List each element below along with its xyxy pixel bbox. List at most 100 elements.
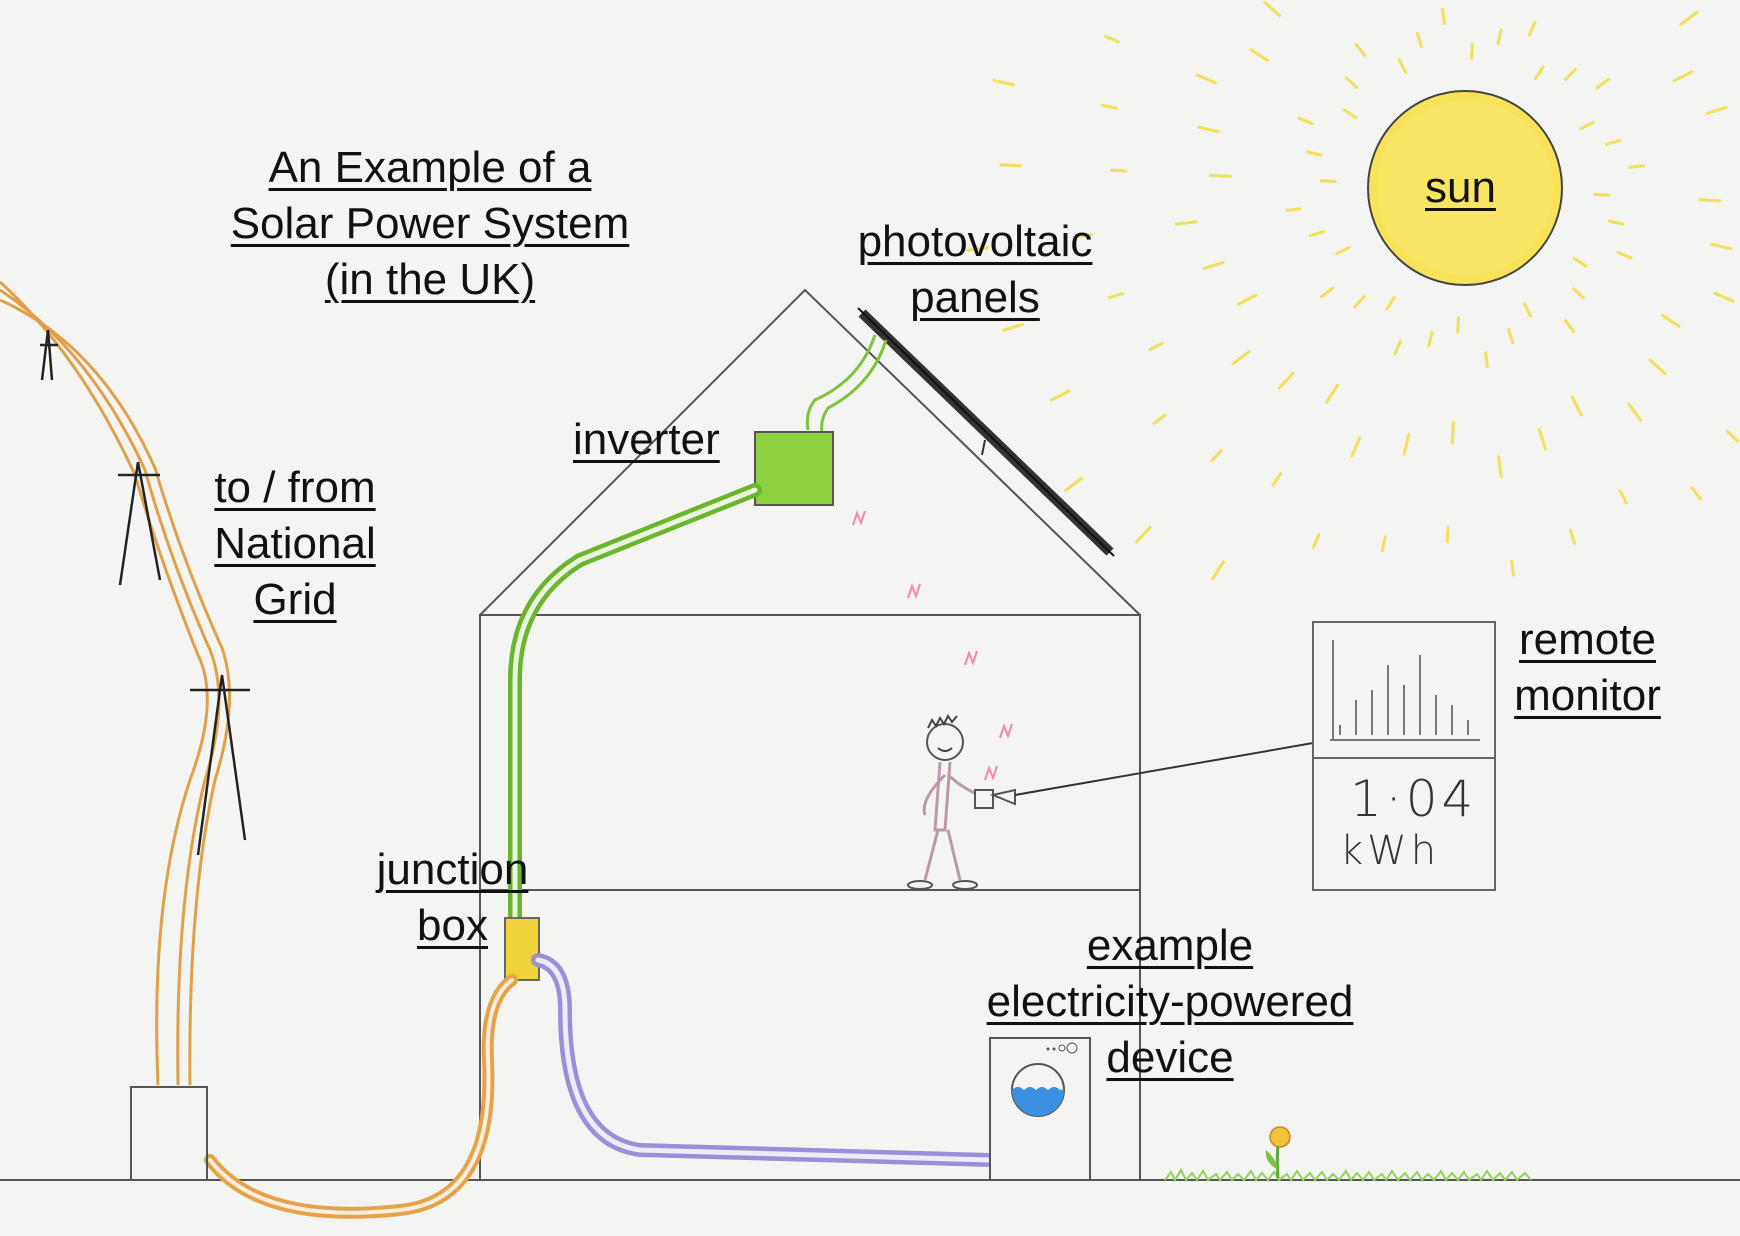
monitor-bar-chart (1332, 640, 1469, 740)
sun-ray (1104, 35, 1120, 44)
sun-ray (1402, 433, 1411, 456)
grid-connection-box (130, 1086, 208, 1181)
sun-ray (1627, 402, 1643, 422)
sun-ray (1563, 318, 1576, 333)
sun-ray (1427, 330, 1434, 348)
wireless-signal-marks (852, 510, 1013, 781)
device-label-line-1: example (1086, 921, 1254, 970)
sun-ray (1569, 528, 1577, 545)
sun-ray (1579, 120, 1595, 131)
sun-ray (1397, 58, 1408, 74)
sun-label: sun (1425, 163, 1496, 212)
photovoltaic-panel (857, 307, 1115, 557)
sun-ray (1470, 42, 1474, 60)
sun-ray (1308, 230, 1326, 238)
sun-ray (1202, 261, 1225, 270)
junction-label-line-1: junction (376, 845, 529, 894)
pylon-icons (40, 329, 250, 856)
sun-ray (1134, 525, 1152, 544)
sun-ray (1312, 533, 1321, 549)
sun-ray (1564, 67, 1577, 81)
sun-ray (1698, 198, 1722, 203)
sun-ray (1249, 48, 1270, 62)
sun-ray (1148, 341, 1164, 351)
title-line-1: An Example of a (268, 143, 592, 192)
sun-ray (1679, 10, 1699, 26)
sun-ray (1108, 292, 1125, 300)
sun-ray (999, 163, 1023, 168)
panels-label-line-1: photovoltaic (857, 217, 1093, 266)
sun-ray (1100, 103, 1118, 110)
sun-ray (1604, 138, 1622, 146)
sun-ray (1325, 383, 1339, 404)
sun-ray (1297, 116, 1314, 125)
title-line-2: Solar Power System (230, 199, 630, 248)
sun-ray (1109, 168, 1127, 173)
sun-ray (1236, 293, 1258, 306)
device-label-line-3: device (1106, 1033, 1234, 1082)
sun-ray (1271, 472, 1282, 487)
remote-monitor (1312, 621, 1496, 891)
sun-ray (1618, 489, 1628, 505)
sun-ray (1319, 179, 1337, 183)
remote-signal-line (1014, 742, 1314, 796)
sun-ray (1445, 526, 1450, 544)
sun-ray (1231, 350, 1251, 366)
sun-ray (1710, 242, 1733, 251)
monitor-label-line-1: remote (1519, 615, 1656, 664)
sun-ray (1305, 150, 1323, 157)
sun-ray (1385, 295, 1396, 311)
sun-ray (1484, 351, 1489, 369)
grid-label-line-3: Grid (253, 575, 337, 624)
green-cable-inverter-junction (508, 483, 762, 927)
sun-rays (966, 0, 1740, 581)
grid-label-line-1: to / from (214, 463, 376, 512)
sun-ray (1572, 287, 1586, 300)
device-label: example electricity-powered device (955, 918, 1385, 1086)
orange-grid-lines (0, 280, 232, 1086)
grid-label-line-2: National (214, 519, 376, 568)
sun-ray (1496, 28, 1503, 46)
sun-ray (1595, 77, 1610, 90)
sun-ray (1616, 251, 1633, 260)
sun-ray (1507, 327, 1515, 345)
sun-icon (1367, 90, 1563, 286)
sun-ray (1415, 31, 1423, 49)
sun-ray (1263, 0, 1282, 18)
sun-ray (1725, 430, 1740, 443)
junction-label-line-2: box (417, 901, 488, 950)
sun-ray (1522, 302, 1533, 318)
sun-ray (1380, 535, 1387, 553)
sun-ray (992, 79, 1016, 87)
sun-ray (1344, 76, 1358, 89)
monitor-unit: kWh (1340, 828, 1441, 874)
sun-ray (1534, 65, 1545, 81)
sun-ray (1064, 476, 1083, 492)
sun-ray (1195, 73, 1217, 85)
person-figure (907, 714, 1016, 890)
sun-ray (1076, 233, 1094, 238)
remote-monitor-label: remote monitor (1500, 612, 1675, 724)
device-label-line-2: electricity-powered (986, 977, 1354, 1026)
sun-ray (1174, 220, 1198, 226)
inverter-box (754, 431, 834, 506)
sun-ray (1393, 339, 1402, 356)
sun-ray (1570, 395, 1583, 417)
sun-ray (1713, 291, 1735, 303)
sun-ray (1672, 70, 1694, 83)
national-grid-label: to / from National Grid (190, 460, 400, 628)
orange-cable-junction-grid (204, 974, 518, 1219)
sun-ray (1208, 173, 1232, 178)
sun-ray (1690, 486, 1702, 501)
sun-ray (1572, 257, 1588, 268)
sun-ray (1648, 358, 1667, 376)
sun-ray (1705, 106, 1728, 115)
sun-ray (1335, 245, 1351, 256)
sun-ray (1456, 316, 1460, 334)
sun-ray (1197, 125, 1220, 134)
sun-ray (1001, 322, 1025, 332)
panels-label: photovoltaic panels (830, 214, 1120, 326)
sun-ray (1538, 428, 1547, 451)
sun-ray (1607, 219, 1625, 226)
